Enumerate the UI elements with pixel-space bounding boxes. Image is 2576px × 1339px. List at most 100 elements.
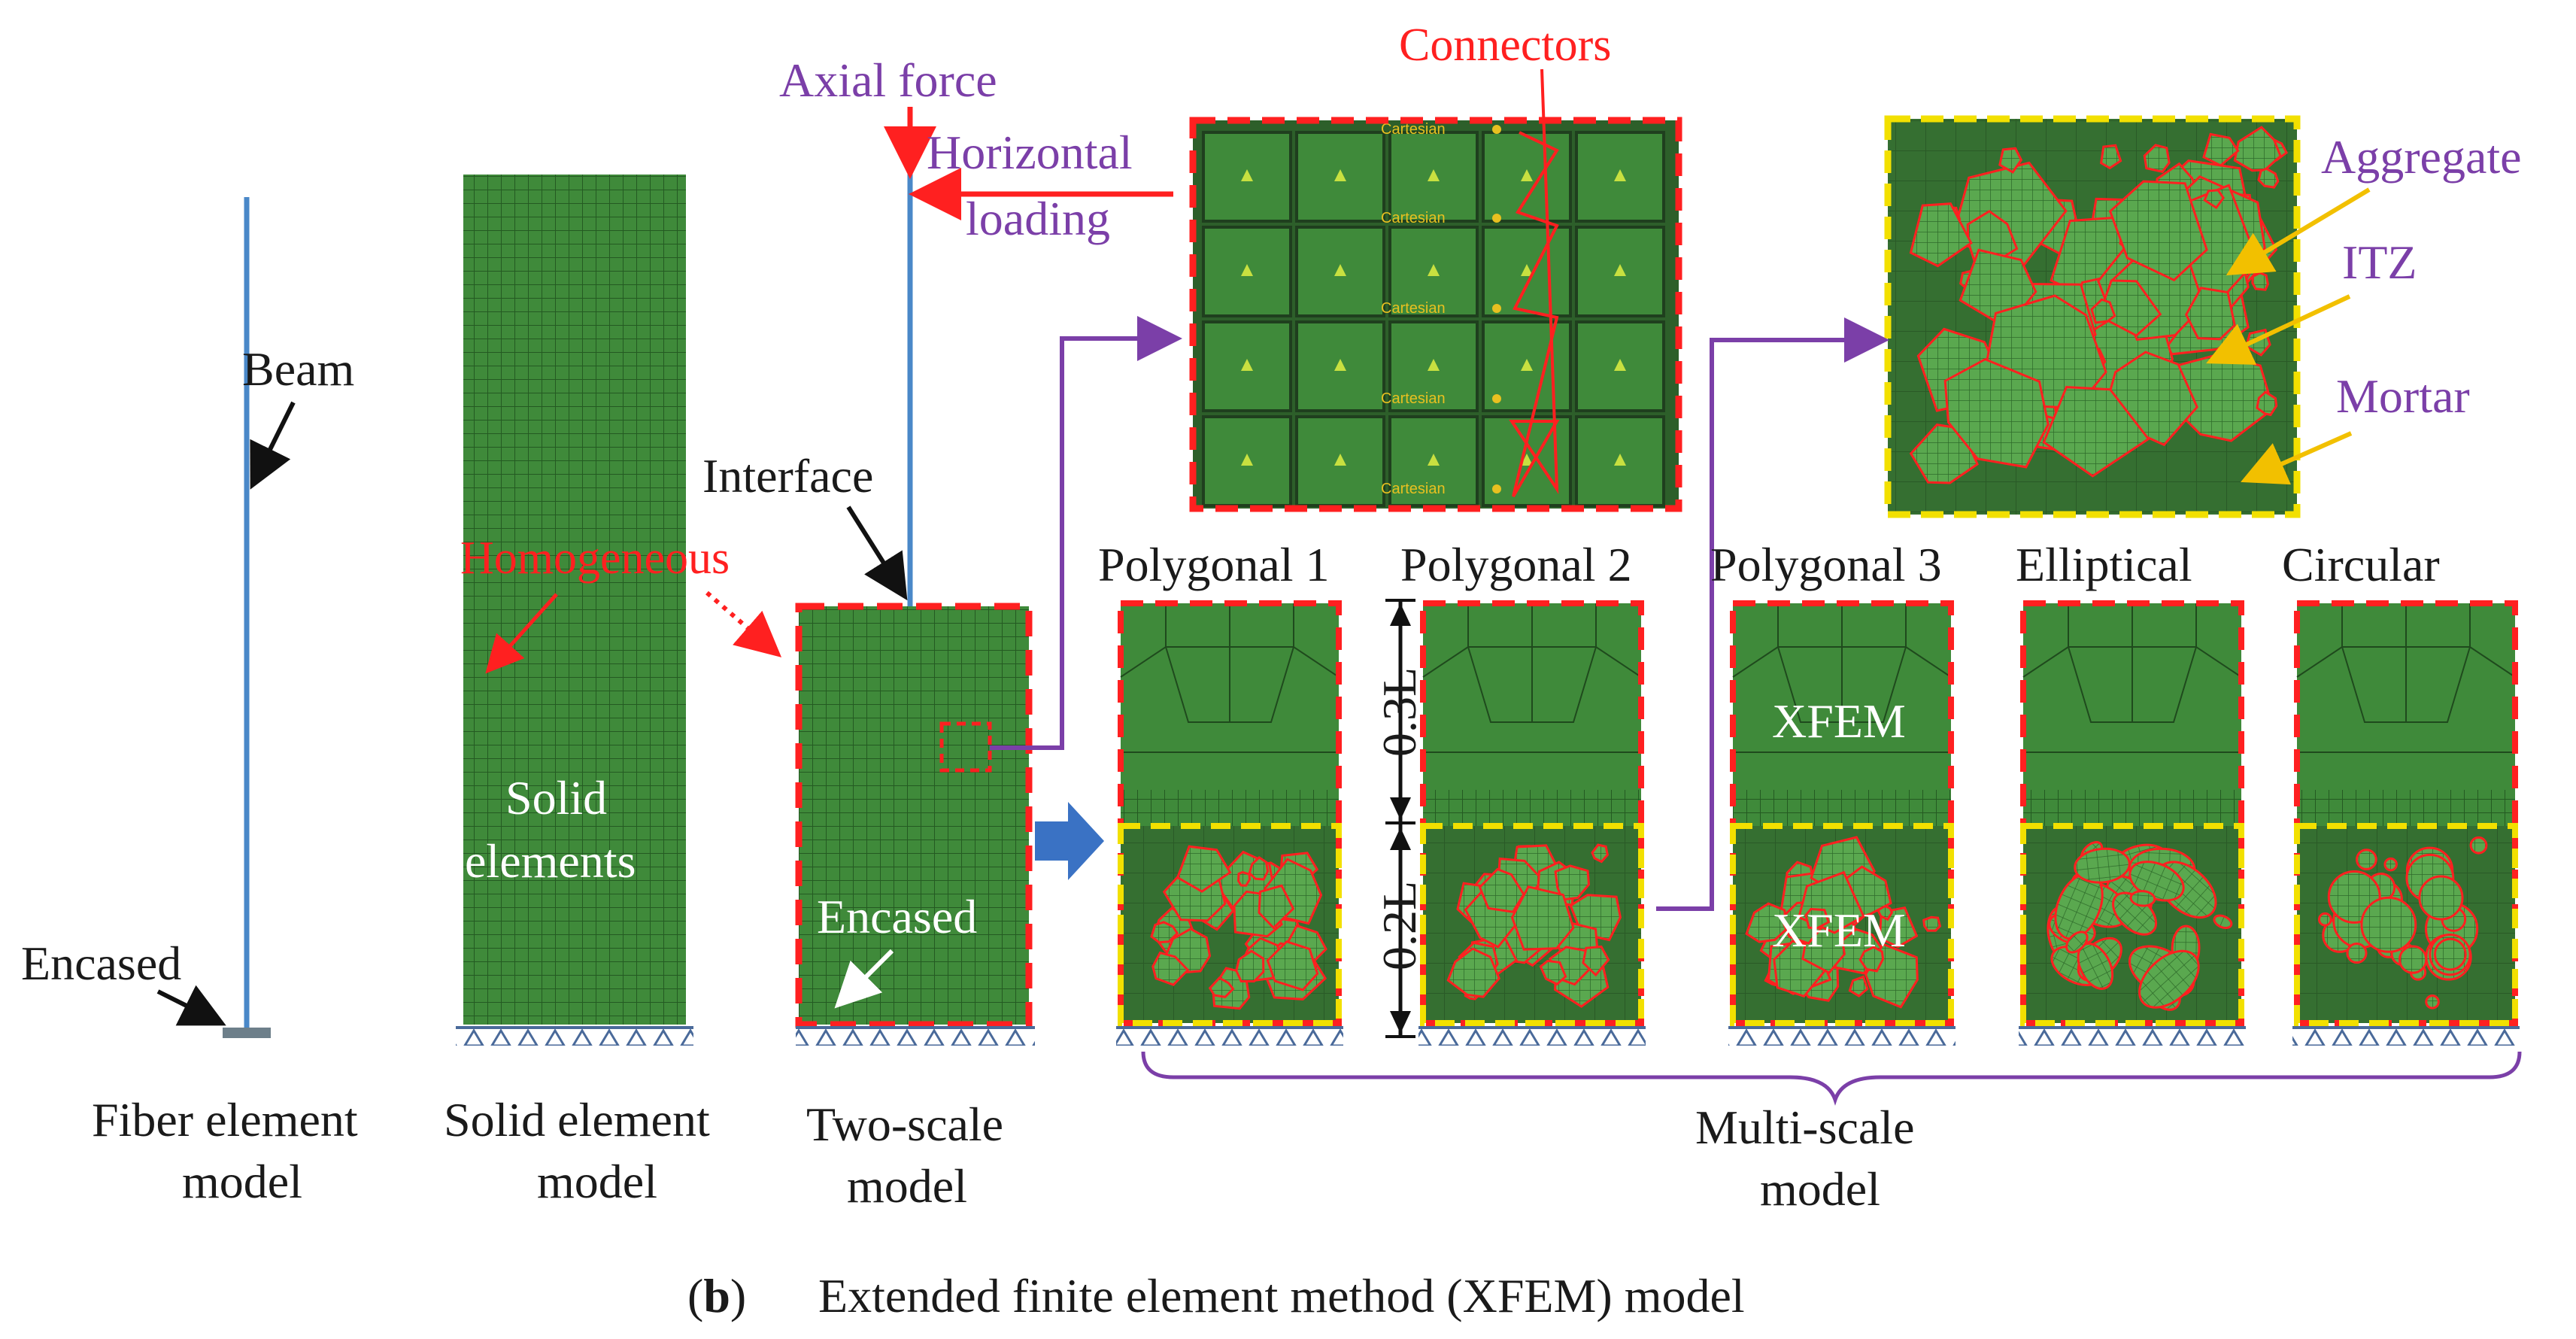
transition-band [1423, 790, 1641, 826]
variant-panel-4: Elliptical [2016, 538, 2246, 1046]
aggregate [1943, 357, 2050, 469]
cartesian-marker-label: Cartesian [1381, 481, 1446, 497]
itz-label: ITZ [2342, 235, 2417, 289]
aggregate [2469, 836, 2488, 855]
aggregate [2213, 914, 2233, 930]
variant-panel-2: Polygonal 2 [1400, 538, 1646, 1046]
coarse-mesh-lines [2296, 603, 2516, 753]
aggregate [2257, 167, 2280, 189]
variant-yellow-dashed-outline [1730, 823, 1954, 1026]
cell-node-marker [1428, 454, 1440, 466]
solid-elements-line2: elements [465, 834, 636, 888]
aggregate [2065, 931, 2089, 954]
variant-yellow-dashed-outline [2294, 823, 2518, 1026]
cell-node-marker [1241, 264, 1253, 276]
aggregate [2143, 144, 2171, 173]
homogeneous-label: Homogeneous [460, 533, 730, 584]
variant-yellow-dashed-outline [1118, 823, 1342, 1026]
aggregate [1539, 959, 1567, 986]
cartesian-marker-dot [1492, 394, 1501, 403]
encased-white-arrow [834, 949, 894, 1009]
two-scale-caption-line1: Two-scale [806, 1098, 1003, 1151]
homogeneous-arrow [485, 593, 558, 674]
aggregate [2433, 937, 2467, 971]
horizontal-loading-line2: loading [966, 192, 1110, 245]
transition-band [2023, 790, 2241, 826]
cell-node-marker [1428, 359, 1440, 371]
aggregate [1858, 946, 1885, 973]
variant-title: Polygonal 1 [1098, 538, 1330, 591]
dim-lower-label: 0.2L [1373, 881, 1426, 970]
variant-yellow-dashed-outline [2020, 823, 2244, 1026]
support-row [1116, 1028, 1343, 1046]
variant-yellow-dashed-outline [1420, 823, 1644, 1026]
mortar-arrow [2241, 431, 2353, 485]
two-scale-mesh-column [799, 606, 1029, 1025]
solid-element-model: Homogeneous Solid elements Solid element… [444, 175, 782, 1208]
fiber-element-model: Beam Encased Fiber element model [21, 197, 358, 1208]
cartesian-marker-label: Cartesian [1381, 300, 1446, 317]
variant-title: Polygonal 2 [1400, 538, 1632, 591]
cartesian-marker-dot [1492, 214, 1501, 223]
itz-arrow [2206, 294, 2351, 365]
aggregate [2203, 189, 2226, 210]
interface-label: Interface [702, 449, 873, 503]
cell-node-marker [1241, 454, 1253, 466]
aggregate-label: Aggregate [2321, 130, 2522, 184]
fiber-encased-label: Encased [21, 937, 181, 990]
xfem-lower-label: XFEM [1772, 903, 1906, 957]
caption-open-paren: ( [687, 1269, 703, 1322]
cartesian-marker-label: Cartesian [1381, 121, 1446, 138]
cartesian-marker-label: Cartesian [1381, 210, 1446, 226]
encased-pointer-arrow [156, 985, 226, 1026]
coarse-mesh-lines [1732, 603, 1952, 753]
caption-text: Extended finite element method (XFEM) mo… [818, 1269, 1745, 1322]
cell-node-marker [1334, 359, 1346, 371]
horizontal-loading-line1: Horizontal [927, 126, 1133, 179]
solid-mesh-column [463, 175, 686, 1025]
aggregate [1909, 202, 1973, 268]
two-scale-model: Axial force Horizontal loading Interface… [702, 53, 1182, 1213]
support-row [1418, 1028, 1646, 1046]
aggregate [1478, 867, 1525, 913]
mesoscale-yellow-dashed-outline [1884, 115, 2301, 518]
support-row [2019, 1028, 2246, 1046]
aggregate [2318, 912, 2332, 927]
aggregate [2108, 180, 2208, 282]
solid-support-row [456, 1026, 693, 1046]
multi-scale-brace [1141, 1051, 2522, 1106]
cell-node-marker [1614, 454, 1626, 466]
aggregate [2099, 144, 2122, 170]
aggregate [1554, 864, 1591, 901]
aggregate [2425, 994, 2440, 1010]
aggregate [2042, 386, 2150, 478]
two-scale-red-dashed-outline [795, 603, 1033, 1028]
aggregate [2074, 847, 2131, 884]
multi-scale-caption-line2: model [1760, 1162, 1880, 1216]
caption-letter: b [703, 1269, 730, 1322]
aggregate [1150, 921, 1179, 944]
solid-caption-line1: Solid element [444, 1093, 710, 1146]
caption-close-paren: ) [730, 1269, 746, 1322]
cell-node-marker [1614, 359, 1626, 371]
aggregate [1151, 951, 1190, 986]
zoom-region-marker [939, 721, 992, 773]
support-row [2292, 1028, 2520, 1046]
lower-to-meso-arrow [1656, 317, 1889, 911]
two-scale-support-row [796, 1026, 1035, 1046]
aggregate [1591, 843, 1610, 864]
connectors-red-dashed-outline [1189, 117, 1682, 512]
aggregate [2383, 857, 2398, 872]
aggregate [2097, 279, 2162, 337]
transition-band [2297, 790, 2515, 826]
dimension-annotation: 0.3L 0.2L [1373, 599, 1426, 1038]
cell-node-marker [1521, 169, 1533, 181]
aggregate [1208, 976, 1235, 999]
aggregate [2360, 896, 2417, 953]
connector-markers: CartesianCartesianCartesianCartesianCart… [1381, 121, 1501, 497]
aggregate [2202, 132, 2240, 167]
aggregate [1266, 940, 1319, 991]
aggregate [2251, 272, 2269, 291]
figure-caption: (b) Extended finite element method (XFEM… [687, 1269, 1745, 1322]
